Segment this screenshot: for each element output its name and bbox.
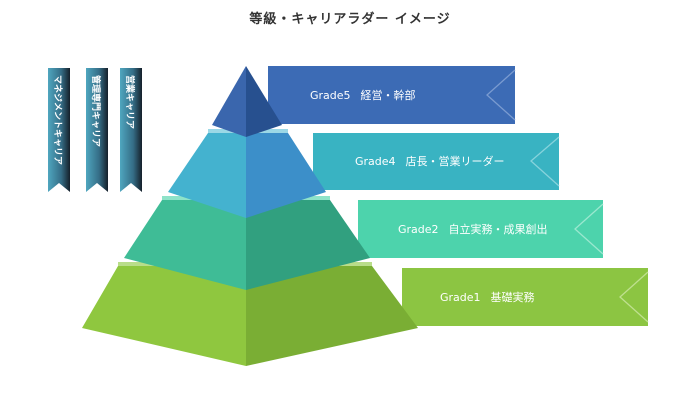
career-ribbon-specialist: 管理専門キャリア	[86, 68, 108, 192]
grade-description: 経営・幹部	[361, 88, 416, 102]
page-title: 等級・キャリアラダー イメージ	[249, 12, 451, 27]
grade-description: 自立実務・成果創出	[449, 222, 548, 236]
grade-description: 基礎実務	[491, 290, 535, 304]
grade-banner-4: Grade4 店長・営業リーダー	[313, 133, 560, 190]
pyramid-level-5	[212, 66, 282, 137]
grade-label: Grade4	[355, 155, 396, 168]
career-ribbon-label: マネジメントキャリア	[52, 75, 63, 165]
career-ribbon-label: 営業キャリア	[124, 75, 136, 129]
grade-description: 店長・営業リーダー	[406, 154, 505, 168]
career-ribbon-sales: 営業キャリア	[120, 68, 142, 192]
grade-banner-1: Grade1 基礎実務	[402, 268, 649, 326]
grade-banner-2: Grade2 自立実務・成果創出	[358, 200, 604, 258]
pyramid	[82, 66, 418, 366]
career-ribbon-management: マネジメントキャリア	[48, 68, 70, 192]
grade-label: Grade1	[440, 291, 481, 304]
grade-label: Grade5	[310, 89, 351, 102]
pyramid-level-4	[168, 129, 326, 218]
grade-banner-5: Grade5 経営・幹部	[268, 66, 516, 124]
grade-label: Grade2	[398, 223, 439, 236]
career-ribbon-label: 管理専門キャリア	[90, 75, 102, 147]
